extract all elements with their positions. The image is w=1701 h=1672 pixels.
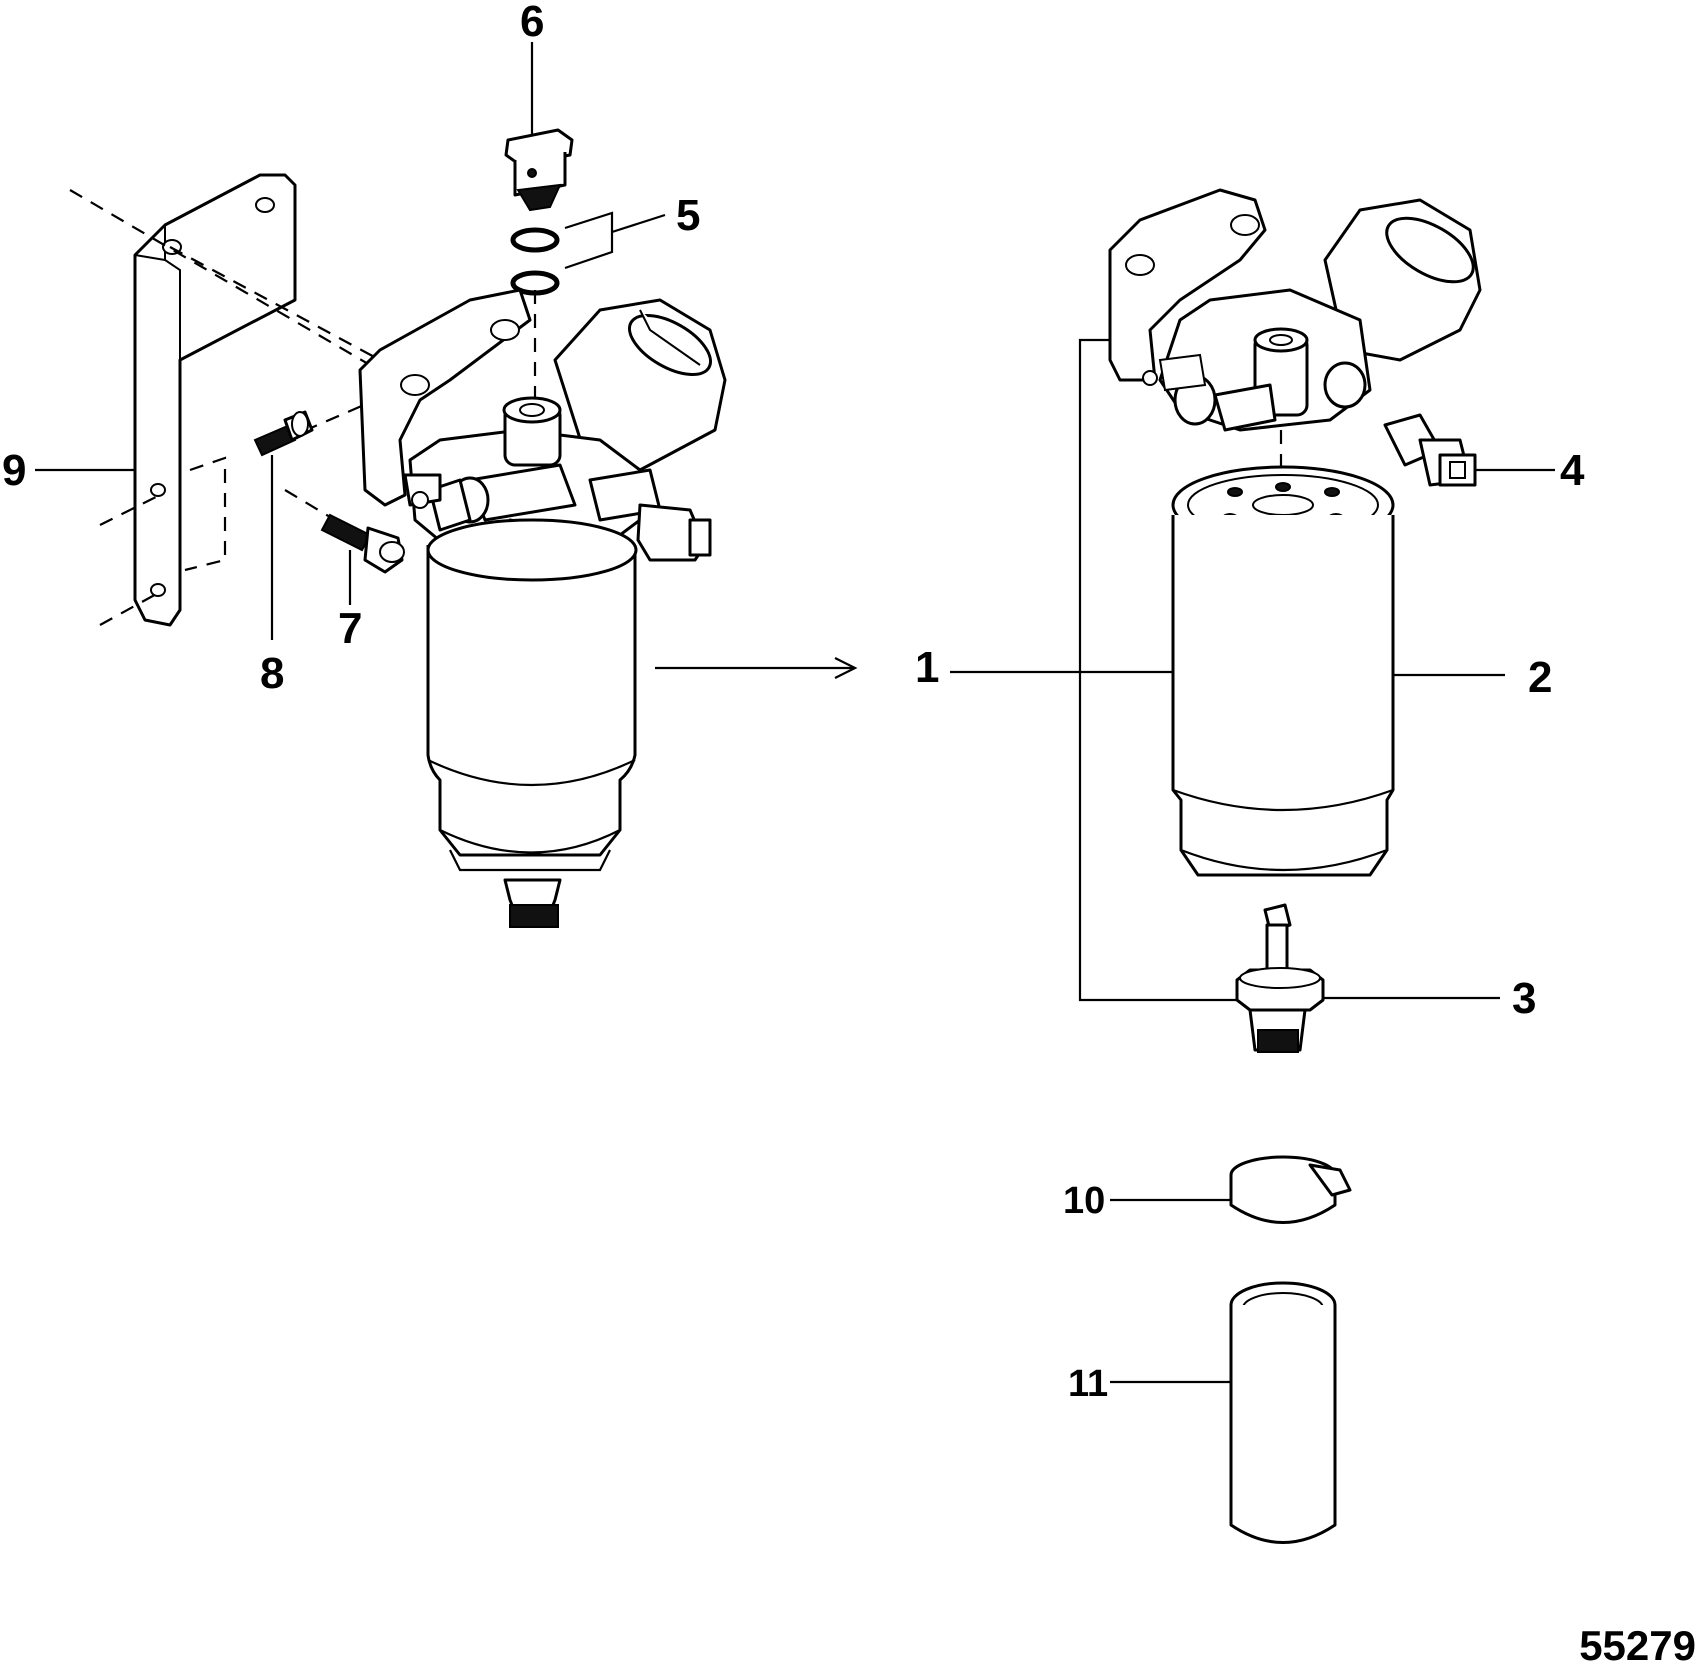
callout-6: 6	[520, 0, 544, 46]
water-sensor-3	[1235, 903, 1325, 1053]
transfer-arrow	[655, 657, 858, 679]
callout-11: 11	[1068, 1363, 1108, 1405]
callout-4: 4	[1560, 446, 1585, 495]
vent-screw-6	[504, 128, 574, 212]
callout-8: 8	[260, 649, 284, 698]
sensor-4	[1383, 413, 1477, 487]
leader-lines	[35, 42, 1555, 1384]
group-bracket	[1078, 338, 1237, 1002]
callout-7: 7	[338, 604, 362, 653]
callout-5: 5	[676, 191, 700, 240]
figure-number: 55279	[1579, 1622, 1696, 1669]
callout-9: 9	[2, 446, 26, 495]
callout-10: 10	[1063, 1180, 1105, 1222]
filter-head-left	[358, 288, 727, 562]
callout-2: 2	[1528, 653, 1552, 702]
o-rings-5	[510, 227, 560, 296]
callout-1: 1	[915, 643, 939, 692]
filter-canister-left	[426, 518, 638, 928]
filter-canister-right	[1171, 465, 1395, 877]
bolt-8	[253, 410, 314, 457]
callout-3: 3	[1512, 974, 1536, 1023]
filter-head-right	[1108, 188, 1482, 500]
bolt-7	[320, 513, 405, 574]
hose-11	[1229, 1281, 1337, 1544]
hose-clamp-10	[1229, 1155, 1352, 1224]
